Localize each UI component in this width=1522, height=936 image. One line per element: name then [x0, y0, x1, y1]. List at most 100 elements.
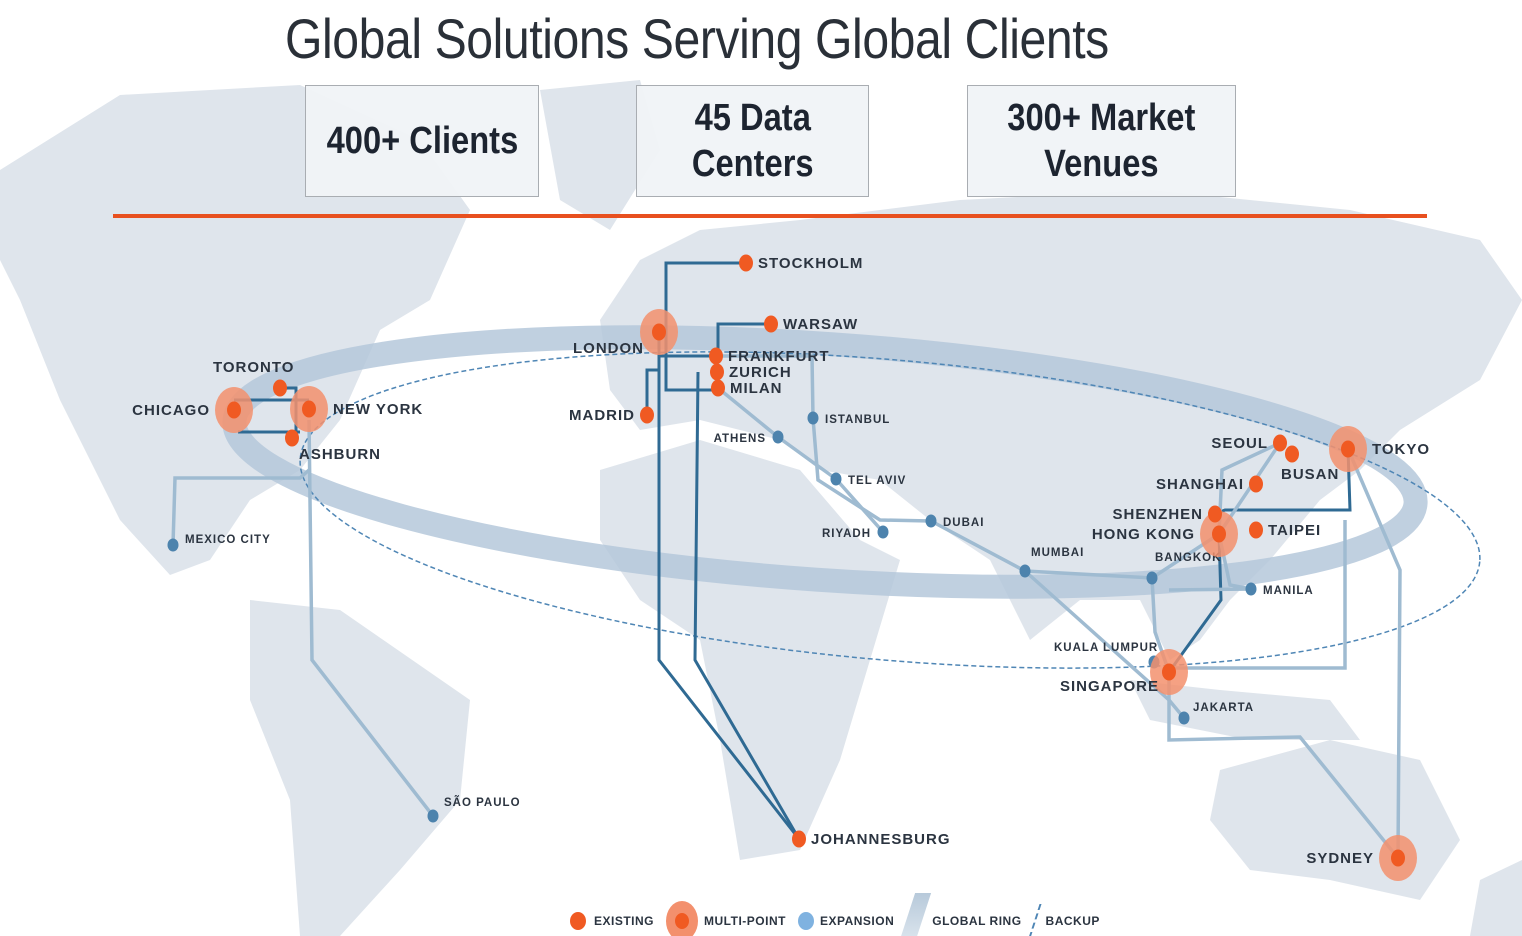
stat-data-centers-line2: Centers — [691, 143, 814, 185]
existing-dot-icon — [739, 254, 753, 272]
city-node-athens: ATHENS — [714, 430, 784, 445]
city-node-shanghai: SHANGHAI — [1156, 475, 1263, 493]
secondary-link — [716, 354, 932, 523]
city-label-hong-kong: HONG KONG — [1092, 526, 1195, 543]
antarctic-edge — [1470, 860, 1522, 936]
city-node-ashburn: ASHBURN — [285, 429, 381, 463]
existing-dot-icon — [1249, 475, 1263, 493]
city-node-london: LONDON — [573, 309, 678, 357]
expansion-dot-icon — [1019, 564, 1031, 578]
city-node-singapore: SINGAPORE — [1060, 649, 1188, 695]
city-node-jakarta: JAKARTA — [1178, 702, 1254, 725]
city-label-bangkok: BANGKOK — [1155, 552, 1221, 564]
global-ring-swatch-icon — [897, 893, 932, 936]
backup-ring — [299, 351, 1481, 669]
city-label-jakarta: JAKARTA — [1193, 702, 1254, 714]
city-label-mumbai: MUMBAI — [1031, 547, 1084, 559]
city-label-warsaw: WARSAW — [783, 316, 858, 333]
city-node-tel-aviv: TEL AVIV — [830, 472, 905, 487]
existing-dot-icon — [640, 406, 654, 424]
city-node-bangkok: BANGKOK — [1146, 552, 1221, 585]
primary-link — [693, 371, 801, 840]
city-node-tokyo: TOKYO — [1329, 426, 1429, 472]
expansion-dot-icon — [1146, 571, 1158, 585]
city-node-warsaw: WARSAW — [764, 315, 858, 333]
city-node-chicago: CHICAGO — [132, 387, 253, 433]
city-node-seoul: SEOUL — [1211, 434, 1287, 452]
expansion-dot-icon — [427, 809, 439, 823]
stat-clients-line1: 400+ Clients — [326, 120, 518, 162]
secondary-link — [716, 386, 885, 534]
indonesia — [1130, 680, 1360, 740]
legend-backup: BACKUP — [1028, 904, 1100, 936]
existing-dot-icon — [1162, 663, 1176, 681]
city-node-johannesburg: JOHANNESBURG — [792, 830, 951, 848]
city-label-toronto: TORONTO — [213, 359, 294, 376]
australia — [1210, 740, 1460, 900]
backup-line-swatch-icon — [1028, 904, 1044, 936]
city-node-busan: BUSAN — [1281, 445, 1338, 483]
legend-expansion: EXPANSION — [797, 912, 894, 930]
stat-market-venues-line1: 300+ Market — [1007, 97, 1196, 139]
legend-global-ring-label: GLOBAL RING — [932, 914, 1022, 928]
city-node-new-york: NEW YORK — [290, 386, 422, 432]
africa — [600, 440, 900, 860]
existing-dot-icon — [285, 429, 299, 447]
city-label-mexico-city: MEXICO CITY — [185, 534, 271, 546]
city-label-istanbul: ISTANBUL — [825, 414, 890, 426]
existing-dot-icon — [711, 379, 725, 397]
city-label-johannesburg: JOHANNESBURG — [811, 831, 951, 848]
legend-backup-label: BACKUP — [1045, 914, 1100, 928]
expansion-dot-icon — [877, 525, 889, 539]
primary-link — [657, 360, 801, 840]
existing-dot-icon — [652, 323, 666, 341]
city-node-dubai: DUBAI — [925, 514, 983, 529]
north-america — [0, 85, 470, 575]
existing-dot-icon — [1273, 434, 1287, 452]
city-node-s-o-paulo: SÃO PAULO — [427, 796, 520, 823]
existing-dot-icon — [1391, 849, 1405, 867]
existing-dot-icon — [1212, 525, 1226, 543]
secondary-link — [171, 468, 311, 546]
city-node-sydney: SYDNEY — [1306, 835, 1417, 881]
accent-divider — [113, 214, 1427, 218]
city-node-stockholm: STOCKHOLM — [739, 254, 862, 272]
legend-existing-label: EXISTING — [594, 914, 655, 928]
city-node-zurich: ZURICH — [710, 363, 792, 381]
city-node-taipei: TAIPEI — [1249, 521, 1320, 539]
existing-dot-icon — [792, 830, 806, 848]
stat-market-venues-line2: Venues — [1044, 143, 1159, 185]
city-node-shenzhen: SHENZHEN — [1112, 505, 1222, 523]
existing-dot-icon — [302, 400, 316, 418]
city-label-milan: MILAN — [730, 380, 783, 397]
city-label-ashburn: ASHBURN — [299, 446, 381, 463]
south-america — [250, 600, 470, 936]
city-label-zurich: ZURICH — [729, 364, 792, 381]
greenland — [540, 80, 660, 230]
existing-dot-icon — [1208, 505, 1222, 523]
secondary-link — [930, 519, 1220, 580]
city-label-shanghai: SHANGHAI — [1156, 476, 1244, 493]
legend-multi-point: MULTI-POINT — [666, 901, 786, 936]
existing-dot-icon — [1341, 440, 1355, 458]
secondary-link — [1346, 448, 1402, 859]
city-node-istanbul: ISTANBUL — [807, 411, 890, 426]
city-node-manila: MANILA — [1245, 582, 1313, 597]
secondary-link — [307, 419, 435, 818]
expansion-dot-icon — [925, 514, 937, 528]
expansion-dot-icon — [797, 912, 814, 930]
secondary-link — [1217, 438, 1285, 535]
city-node-mumbai: MUMBAI — [1019, 547, 1084, 578]
legend-existing: EXISTING — [570, 912, 654, 930]
multi-point-dot-icon — [666, 901, 699, 936]
city-label-singapore: SINGAPORE — [1060, 678, 1159, 695]
city-label-kuala-lumpur: KUALA LUMPUR — [1054, 642, 1158, 654]
city-label-sydney: SYDNEY — [1306, 850, 1374, 867]
secondary-link — [1167, 672, 1400, 860]
existing-dot-icon — [227, 401, 241, 419]
expansion-dot-icon — [1178, 711, 1190, 725]
